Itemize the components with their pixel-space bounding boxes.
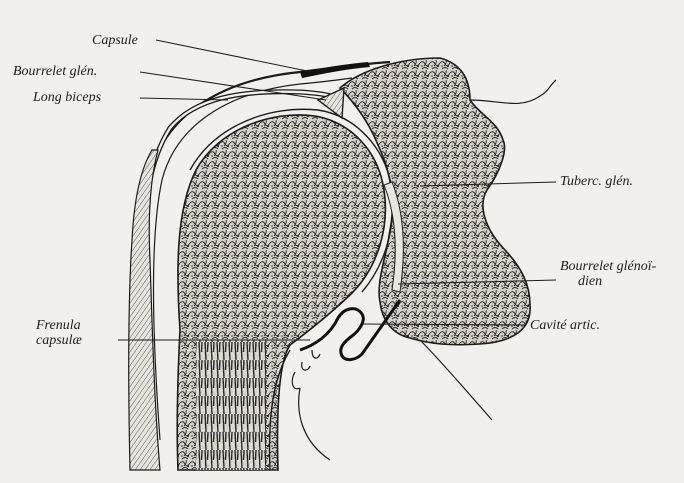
scapula-outline xyxy=(470,80,556,103)
label-long-biceps: Long biceps xyxy=(33,90,101,105)
label-tuberc-glen: Tuberc. glén. xyxy=(560,174,633,189)
frenula-folds xyxy=(292,350,320,389)
label-frenula-capsulae: Frenula capsulæ xyxy=(36,318,82,348)
label-bourrelet-glenoidien-line1: Bourrelet glénoï- xyxy=(560,259,656,274)
label-bourrelet-glenoidien: Bourrelet glénoï- dien xyxy=(560,259,656,289)
label-cavite-artic: Cavité artic. xyxy=(530,318,600,333)
humerus-cortex-left xyxy=(129,150,160,470)
label-bourrelet-glenoidien-line2: dien xyxy=(560,274,656,289)
label-bourrelet-glen: Bourrelet glén. xyxy=(13,64,97,79)
medullary-streaks xyxy=(196,340,266,470)
label-capsule: Capsule xyxy=(92,33,138,48)
label-frenula-line1: Frenula xyxy=(36,318,82,333)
label-frenula-line2: capsulæ xyxy=(36,333,82,348)
